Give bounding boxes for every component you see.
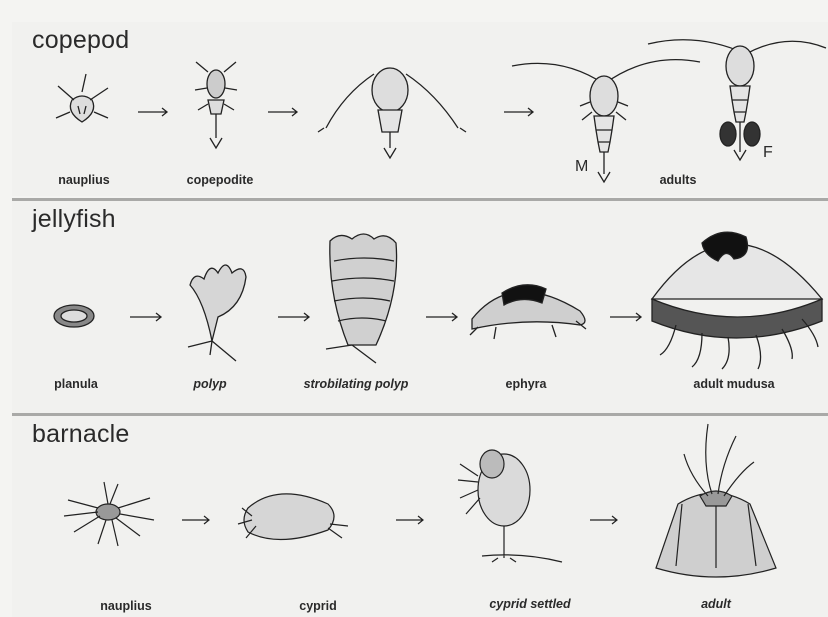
strobilating-polyp-drawing: [326, 234, 397, 363]
copepodite-drawing: [195, 62, 237, 148]
stage-label-cyprid-settled: cyprid settled: [489, 597, 570, 611]
stage-label-polyp: polyp: [193, 377, 226, 391]
stage-label-copepodite: copepodite: [187, 173, 254, 187]
copepod-panel: copepod: [12, 22, 828, 196]
copepod-nauplius-drawing: [56, 74, 108, 122]
planula-drawing: [54, 305, 94, 327]
adult-barnacle-drawing: [656, 424, 776, 577]
copepod-illustrations: [12, 22, 828, 196]
stage-label-adult-mudusa: adult mudusa: [693, 377, 774, 391]
stage-label-planula: planula: [54, 377, 98, 391]
barnacle-illustrations: [12, 416, 828, 617]
stage-label-adult: adult: [701, 597, 731, 611]
cyprid-settled-drawing: [458, 450, 562, 562]
cyprid-drawing: [238, 494, 348, 540]
copepodite-late-drawing: [318, 68, 466, 158]
polyp-drawing: [188, 265, 246, 361]
copepod-male-drawing: [512, 60, 700, 182]
stage-label-strobilating-polyp: strobilating polyp: [304, 377, 409, 391]
adult-medusa-drawing: [652, 232, 822, 369]
ephyra-drawing: [470, 285, 586, 339]
stage-label-cyprid: cyprid: [299, 599, 337, 613]
sex-label-female: F: [763, 144, 773, 162]
sex-label-male: M: [575, 158, 588, 176]
barnacle-nauplius-drawing: [64, 482, 154, 546]
stage-label-ephyra: ephyra: [506, 377, 547, 391]
copepod-female-drawing: [648, 40, 826, 160]
stage-label-nauplius: nauplius: [58, 173, 109, 187]
barnacle-panel: barnacle: [12, 416, 828, 617]
jellyfish-panel: jellyfish: [12, 201, 828, 413]
stage-label-barnacle-nauplius: nauplius: [100, 599, 151, 613]
stage-label-adults: adults: [660, 173, 697, 187]
